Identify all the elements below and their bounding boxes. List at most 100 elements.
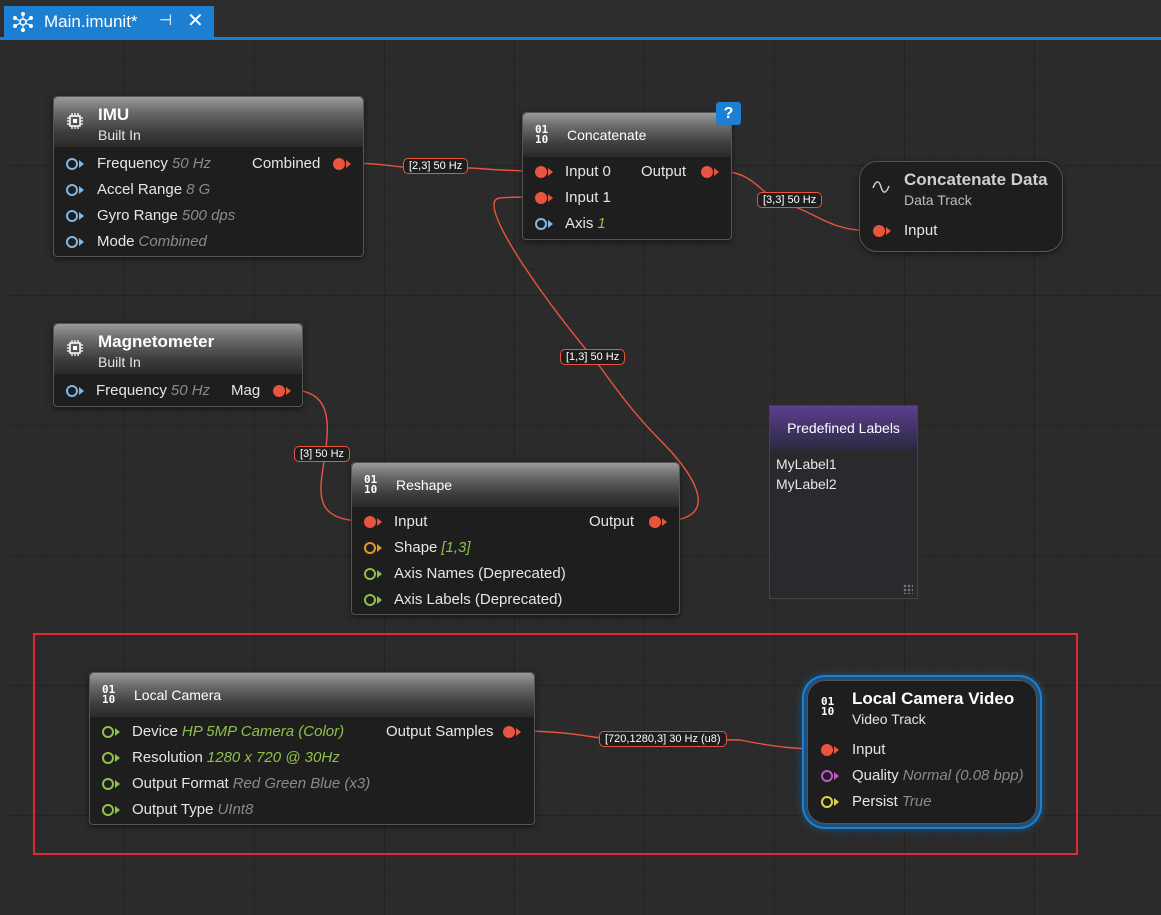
param-value: 50 Hz [171,155,212,172]
input-1-label: Input 1 [565,189,611,206]
node-concatenate-data[interactable]: Concatenate Data Data Track Input [859,161,1063,252]
pin-output-type[interactable] [102,804,114,816]
tab-strip [0,37,1161,40]
pin-axis-labels[interactable] [364,594,376,606]
node-header[interactable]: Concatenate Data Data Track [860,162,1062,212]
label-item: MyLabel2 [776,476,837,492]
pin-arrow-icon [714,168,719,176]
param-axis-names[interactable]: Axis Names (Deprecated) [394,565,566,582]
output-label: Combined [252,155,321,172]
node-title: IMU [98,105,130,124]
pin-frequency[interactable] [66,158,78,170]
pin-output-format[interactable] [102,778,114,790]
node-title: Local Camera [134,687,222,703]
param-value: 8 G [186,181,211,198]
output-label: Mag [231,382,261,399]
pin-output-samples[interactable] [503,726,515,738]
node-local-camera-video[interactable]: 01 10 Local Camera Video Video Track Inp… [807,680,1037,824]
pin-mode[interactable] [66,236,78,248]
pin-resolution[interactable] [102,752,114,764]
pin-input-0[interactable] [535,166,547,178]
param-axis-labels[interactable]: Axis Labels (Deprecated) [394,591,563,608]
pin-arrow-icon [516,728,521,736]
node-header[interactable]: IMU Built In [54,97,363,147]
pin-arrow-icon [662,518,667,526]
pin-input[interactable] [873,225,885,237]
predefined-labels-panel[interactable]: Predefined Labels MyLabel1 MyLabel2 [769,405,918,599]
pin-arrow-icon [115,728,120,736]
pin-output[interactable] [701,166,713,178]
pin-input[interactable] [821,744,833,756]
input-label: Input [852,741,886,758]
help-button[interactable]: ? [716,102,741,125]
param-label: Accel Range [97,181,183,198]
pin-axis-names[interactable] [364,568,376,580]
pin-device[interactable] [102,726,114,738]
input-0-label: Input 0 [565,163,611,180]
input-label: Input [394,513,428,530]
pin-arrow-icon [548,194,553,202]
node-subtitle: Built In [98,127,141,143]
node-subtitle: Data Track [904,192,972,208]
close-icon[interactable]: ✕ [187,10,204,32]
pin-input-1[interactable] [535,192,547,204]
pin-shape[interactable] [364,542,376,554]
pin-quality[interactable] [821,770,833,782]
network-icon [13,12,33,32]
node-header[interactable]: 01 10 Concatenate [523,113,731,157]
tab-main-imunit[interactable]: Main.imunit* ⊣ ✕ [4,6,214,38]
param-label: Mode [97,233,135,250]
pin-input[interactable] [364,516,376,528]
pin-gyro-range[interactable] [66,210,78,222]
binary-icon: 01 10 [535,123,549,146]
param-label: Output Type [132,801,214,818]
panel-title: Predefined Labels [770,406,917,450]
binary-icon: 01 10 [821,695,835,718]
param-value: [1,3] [441,539,471,556]
pin-accel-range[interactable] [66,184,78,196]
pin-output[interactable] [649,516,661,528]
pin-frequency[interactable] [66,385,78,397]
node-header[interactable]: Magnetometer Built In [54,324,302,374]
pin-arrow-icon [548,168,553,176]
pin-arrow-icon [377,518,382,526]
pin-axis[interactable] [535,218,547,230]
pin-mag-output[interactable] [273,385,285,397]
pin-combined-output[interactable] [333,158,345,170]
node-header[interactable]: 01 10 Local Camera Video Video Track [808,681,1036,735]
output-label: Output Samples [386,723,494,740]
pin-arrow-icon [79,160,84,168]
resize-grip-icon[interactable] [903,584,913,594]
pin-icon[interactable]: ⊣ [159,12,173,29]
pin-arrow-icon [115,780,120,788]
pin-arrow-icon [834,746,839,754]
param-shape[interactable]: Shape[1,3] [394,539,471,556]
chip-icon [67,113,83,129]
wire-label-imu-concat: [2,3] 50 Hz [403,158,469,174]
node-reshape[interactable]: 01 10 Reshape Input Output Shape[1,3] Ax… [351,462,680,615]
param-value: 50 Hz [170,382,211,399]
pin-arrow-icon [79,238,84,246]
node-concatenate[interactable]: 01 10 Concatenate Input 0 Output Input 1… [522,112,732,240]
pin-persist[interactable] [821,796,833,808]
node-title: Magnetometer [98,332,215,351]
node-header[interactable]: 01 10 Reshape [352,463,679,507]
tab-title: Main.imunit* [44,12,138,31]
wire-label-mag-reshape: [3] 50 Hz [294,446,351,462]
node-header[interactable]: 01 10 Local Camera [90,673,534,717]
